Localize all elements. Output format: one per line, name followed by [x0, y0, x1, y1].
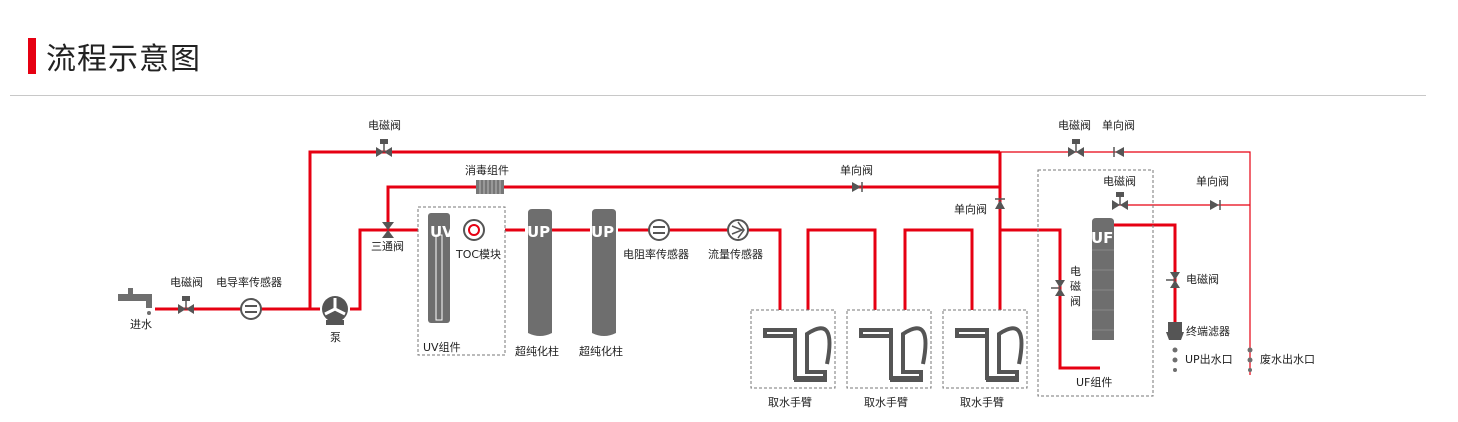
- three-way-valve-label: 三通阀: [371, 239, 404, 253]
- disinfect-module-icon: [476, 180, 504, 194]
- check-valve-icon: [995, 198, 1005, 209]
- toc-module-label: TOC模块: [455, 248, 501, 261]
- uf-left-valve-char-3: 阀: [1070, 294, 1081, 308]
- check-valve-mid-label: 单向阀: [840, 163, 873, 177]
- ultra-column-2-label: 超纯化柱: [579, 344, 623, 358]
- uv-module-box: [417, 206, 506, 356]
- check-valve-icon: [852, 182, 863, 192]
- pipe-arm-loop-1: [806, 228, 877, 310]
- uf-letters: UF: [1091, 229, 1113, 247]
- uf-left-valve-char-2: 磁: [1070, 280, 1081, 293]
- uv-lamp-icon: [428, 213, 450, 323]
- valve-icon: [1068, 139, 1084, 157]
- pipe-disinfect-loop: [386, 185, 1000, 230]
- valve-icon: [1166, 272, 1180, 288]
- ultra-column-1-label: 超纯化柱: [515, 344, 559, 358]
- dispensing-arm-icon: [955, 326, 1024, 382]
- uf-module-label: UF组件: [1076, 375, 1112, 389]
- title-accent-bar: [28, 38, 36, 74]
- waste-outlet-label: 废水出水口: [1260, 352, 1315, 366]
- uf-right-check-label: 单向阀: [1196, 174, 1229, 188]
- ultra-column-icon: [592, 209, 616, 336]
- check-valve-vertical-label: 单向阀: [954, 202, 987, 216]
- pipe-pump-out: [350, 228, 388, 311]
- pipes: [155, 150, 1251, 375]
- up-letters-2: UP: [591, 223, 614, 241]
- droplet-icon: [1247, 347, 1253, 372]
- resistivity-sensor-icon: [648, 219, 670, 241]
- pipe-arm-loop-2: [903, 228, 974, 310]
- uf-column-icon: [1092, 218, 1114, 340]
- arm-box-3: [942, 309, 1028, 389]
- up-outlet-label: UP出水口: [1185, 352, 1233, 366]
- top-valve-label: 电磁阀: [368, 118, 401, 132]
- valve-icon: [1051, 280, 1065, 296]
- terminal-filter-label: 终端滤器: [1186, 324, 1230, 338]
- valve-icon: [376, 139, 392, 157]
- pump-icon: [322, 296, 348, 325]
- uf-module-box: [1037, 169, 1154, 397]
- check-valve-icon: [1210, 200, 1221, 210]
- up-letters-1: UP: [527, 223, 550, 241]
- pump-label: 泵: [330, 331, 341, 344]
- dispensing-arm-icon: [859, 326, 928, 382]
- uf-left-valve-char-1: 电: [1070, 265, 1081, 278]
- conductivity-sensor-label: 电导率传感器: [216, 275, 282, 289]
- arm-3-label: 取水手臂: [960, 395, 1004, 409]
- valve-icon: [178, 296, 194, 314]
- uf-top-valve-label: 电磁阀: [1103, 174, 1136, 188]
- inlet-valve-label: 电磁阀: [170, 275, 203, 289]
- toc-icon: [463, 219, 485, 241]
- page-title: 流程示意图: [46, 42, 201, 77]
- uf-side-valve-label: 电磁阀: [1186, 272, 1219, 286]
- dispensing-arm-icon: [763, 326, 832, 382]
- three-way-valve-icon: [382, 222, 394, 238]
- pipe-main: [388, 228, 782, 310]
- flow-sensor-label: 流量传感器: [708, 247, 763, 261]
- terminal-filter-icon: [1166, 322, 1184, 340]
- uv-module-label: UV组件: [423, 340, 461, 354]
- ultra-column-icon: [528, 209, 552, 336]
- right-check-label: 单向阀: [1102, 118, 1135, 132]
- arm-box-1: [750, 309, 836, 389]
- flow-sensor-icon: [727, 219, 749, 241]
- arm-box-2: [846, 309, 932, 389]
- pipe-to-uf: [1000, 228, 1100, 370]
- arm-2-label: 取水手臂: [864, 395, 908, 409]
- pipe-top-loop: [308, 150, 1000, 309]
- disinfect-module-label: 消毒组件: [465, 163, 509, 177]
- title-divider: [10, 95, 1426, 96]
- valve-icon: [1112, 192, 1128, 210]
- pipe-uf-out: [1113, 223, 1177, 335]
- conductivity-sensor-icon: [240, 298, 262, 320]
- faucet-icon: [118, 288, 152, 315]
- inlet-label: 进水: [130, 318, 152, 331]
- droplet-icon: [1172, 347, 1178, 372]
- uv-letters: UV: [430, 223, 454, 241]
- resistivity-sensor-label: 电阻率传感器: [623, 247, 689, 261]
- arm-1-label: 取水手臂: [768, 395, 812, 409]
- right-valve-label: 电磁阀: [1058, 118, 1091, 132]
- check-valve-icon: [1113, 147, 1124, 157]
